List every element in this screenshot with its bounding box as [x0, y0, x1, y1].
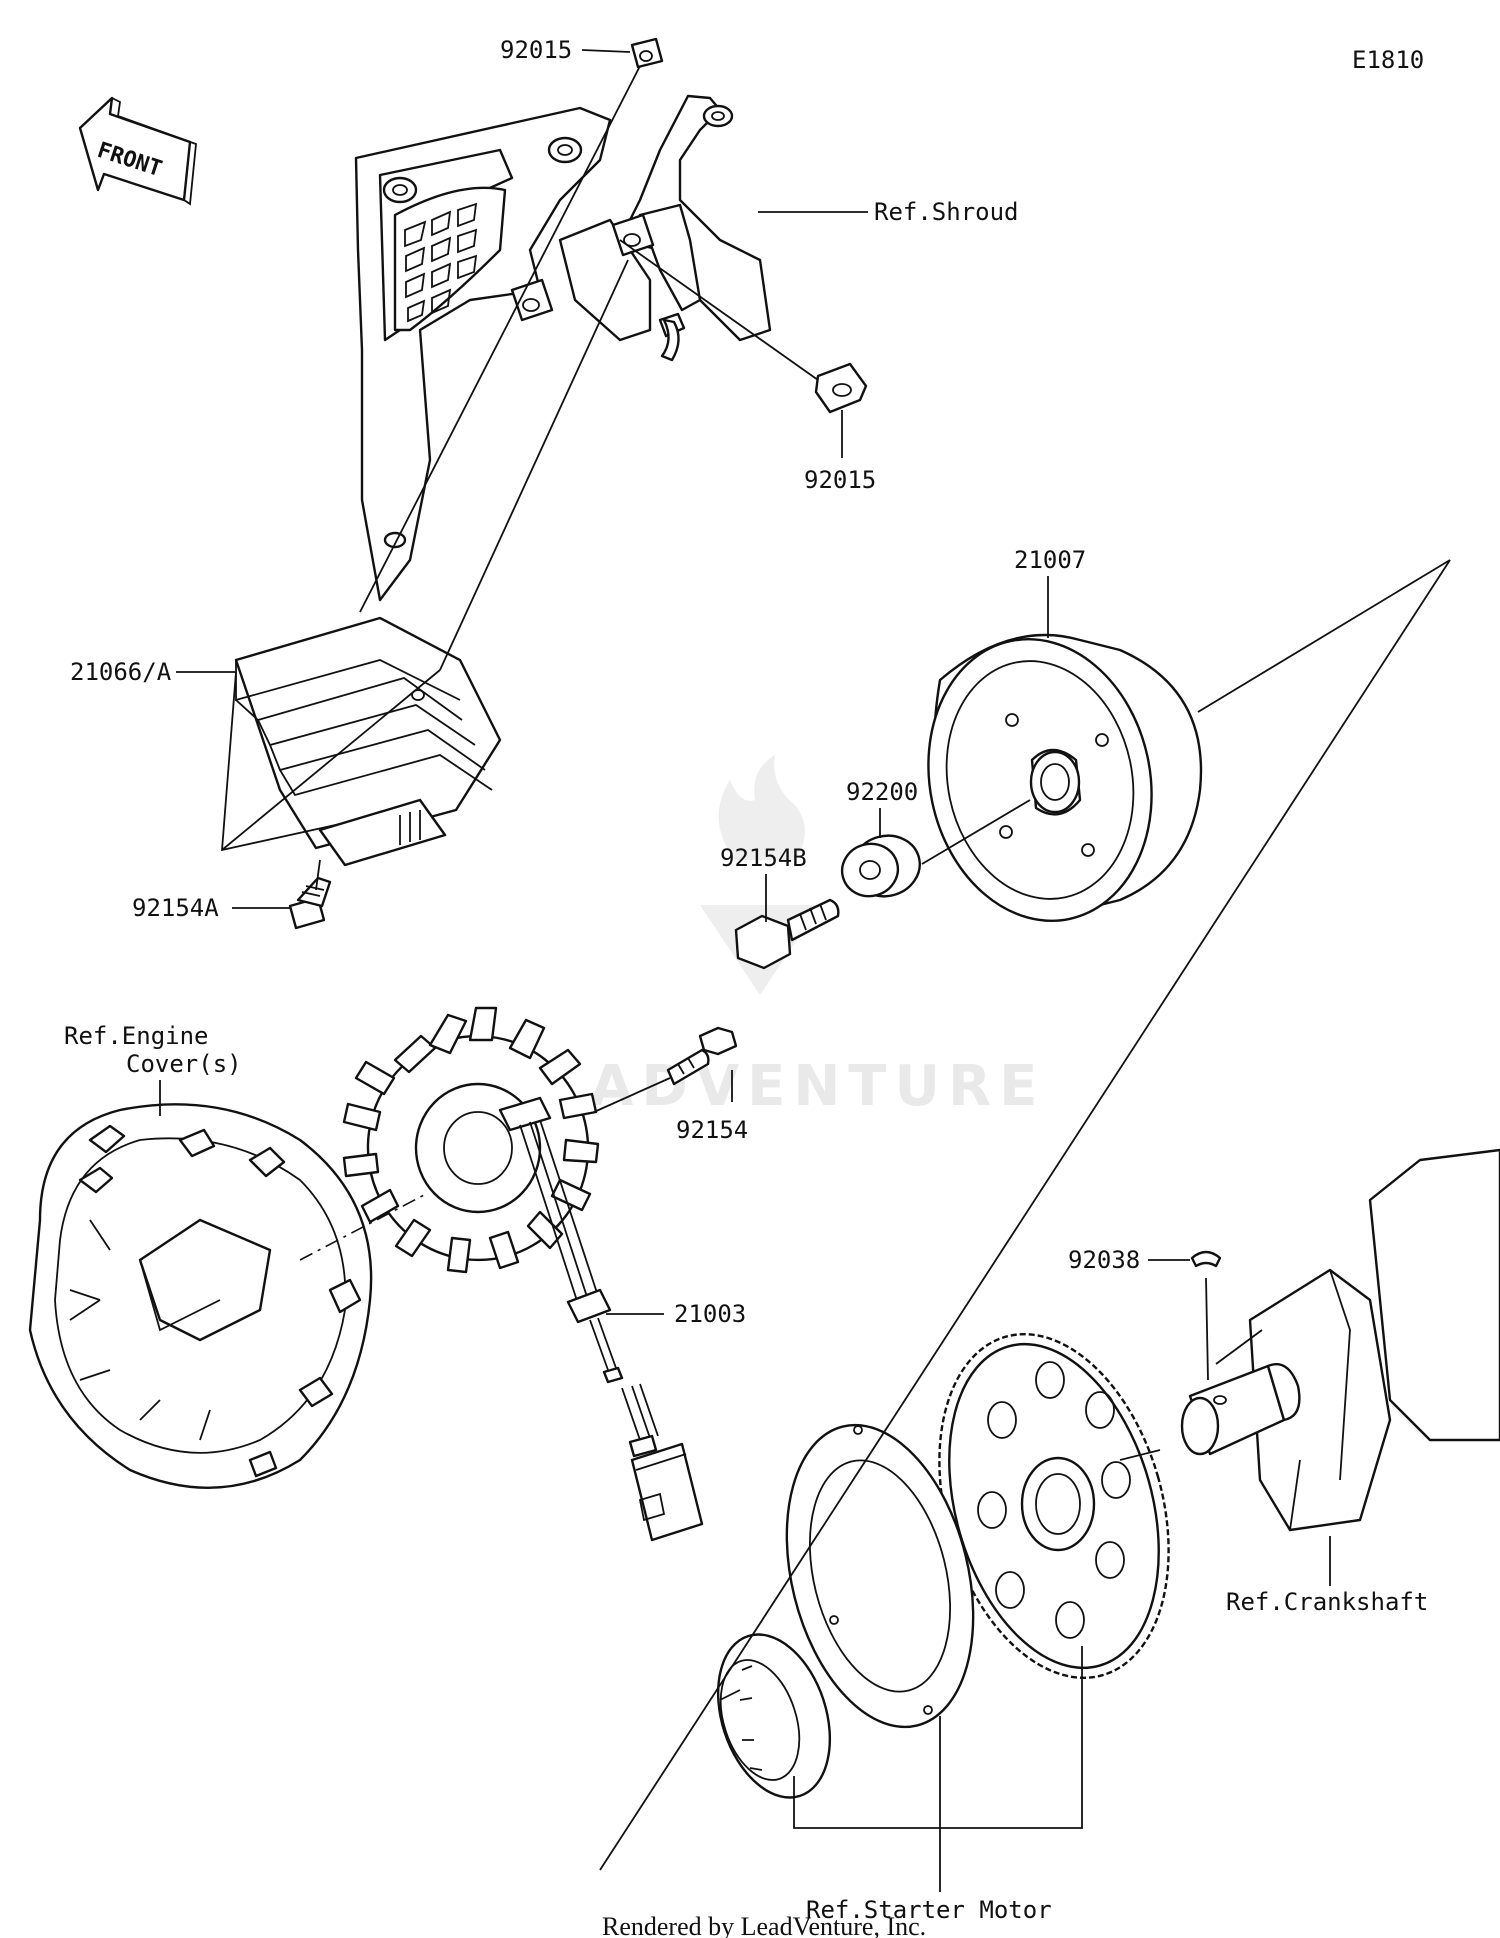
stator-coil	[342, 1006, 600, 1274]
clip-nut-upper	[510, 213, 655, 322]
callout-ref-crankshaft: Ref.Crankshaft	[1226, 1588, 1428, 1616]
bolt-92154	[666, 1026, 738, 1086]
leader-lines	[159, 49, 1451, 1892]
callout-92015-top: 92015	[500, 36, 572, 64]
callout-92154: 92154	[676, 1116, 748, 1144]
callout-ref-shroud: Ref.Shroud	[874, 198, 1019, 226]
callout-92154b: 92154B	[720, 844, 807, 872]
callout-21003: 21003	[674, 1300, 746, 1328]
callout-92200: 92200	[846, 778, 918, 806]
callout-21066a: 21066/A	[70, 658, 172, 686]
starter-clutch-housing	[785, 1423, 975, 1729]
crankshaft	[1180, 1148, 1500, 1532]
callout-92154a: 92154A	[132, 894, 219, 922]
callout-21007: 21007	[1014, 546, 1086, 574]
regulator-rectifier	[234, 616, 502, 867]
callout-92038: 92038	[1068, 1246, 1140, 1274]
clip-nut-92015-top	[630, 37, 664, 69]
woodruff-key	[1190, 1250, 1222, 1268]
bolt-92154b	[734, 898, 840, 970]
callout-92015-right: 92015	[804, 466, 876, 494]
callout-ref-starter-motor: Ref.Starter Motor	[806, 1896, 1052, 1924]
stator-wire-harness	[519, 1119, 704, 1542]
watermark-text: ADVENTURE	[590, 1054, 1045, 1119]
footer-credit: Rendered by LeadVenture, Inc.	[602, 1912, 926, 1938]
starter-clutch-gear	[938, 1333, 1170, 1679]
spacer-collar	[840, 834, 921, 898]
callout-ref-engine-cover-line2: Cover(s)	[126, 1050, 242, 1078]
clip-nut-92015-right	[814, 362, 868, 414]
rotor-flywheel	[927, 633, 1203, 922]
bolt-92154a	[288, 876, 332, 930]
shroud-panel	[354, 94, 772, 602]
callout-ref-engine-cover-line1: Ref.Engine	[64, 1022, 209, 1050]
engine-cover	[28, 1103, 373, 1489]
one-way-clutch	[716, 1633, 832, 1799]
diagram-id: E1810	[1352, 46, 1424, 74]
front-arrow-icon: FRONT	[78, 96, 197, 206]
